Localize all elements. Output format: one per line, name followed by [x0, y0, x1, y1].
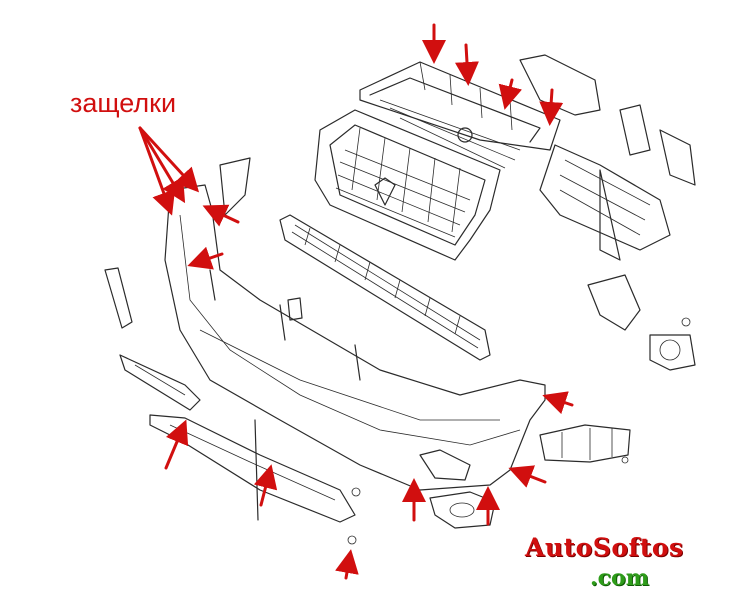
radiator-grille — [314, 109, 501, 261]
fog-lamp-parts — [429, 274, 696, 529]
lower-brackets — [119, 354, 361, 545]
left-side-bracket — [104, 157, 251, 329]
bumper-cover — [164, 184, 546, 491]
bumper-reinforcement — [519, 54, 696, 261]
upper-grille-frame — [359, 61, 561, 169]
lower-grille-mesh — [279, 214, 491, 361]
watermark-domain: .com — [590, 565, 650, 591]
watermark-brand: AutoSoftos — [525, 533, 684, 562]
arrows — [138, 23, 574, 580]
latches-label: защелки — [70, 88, 177, 118]
